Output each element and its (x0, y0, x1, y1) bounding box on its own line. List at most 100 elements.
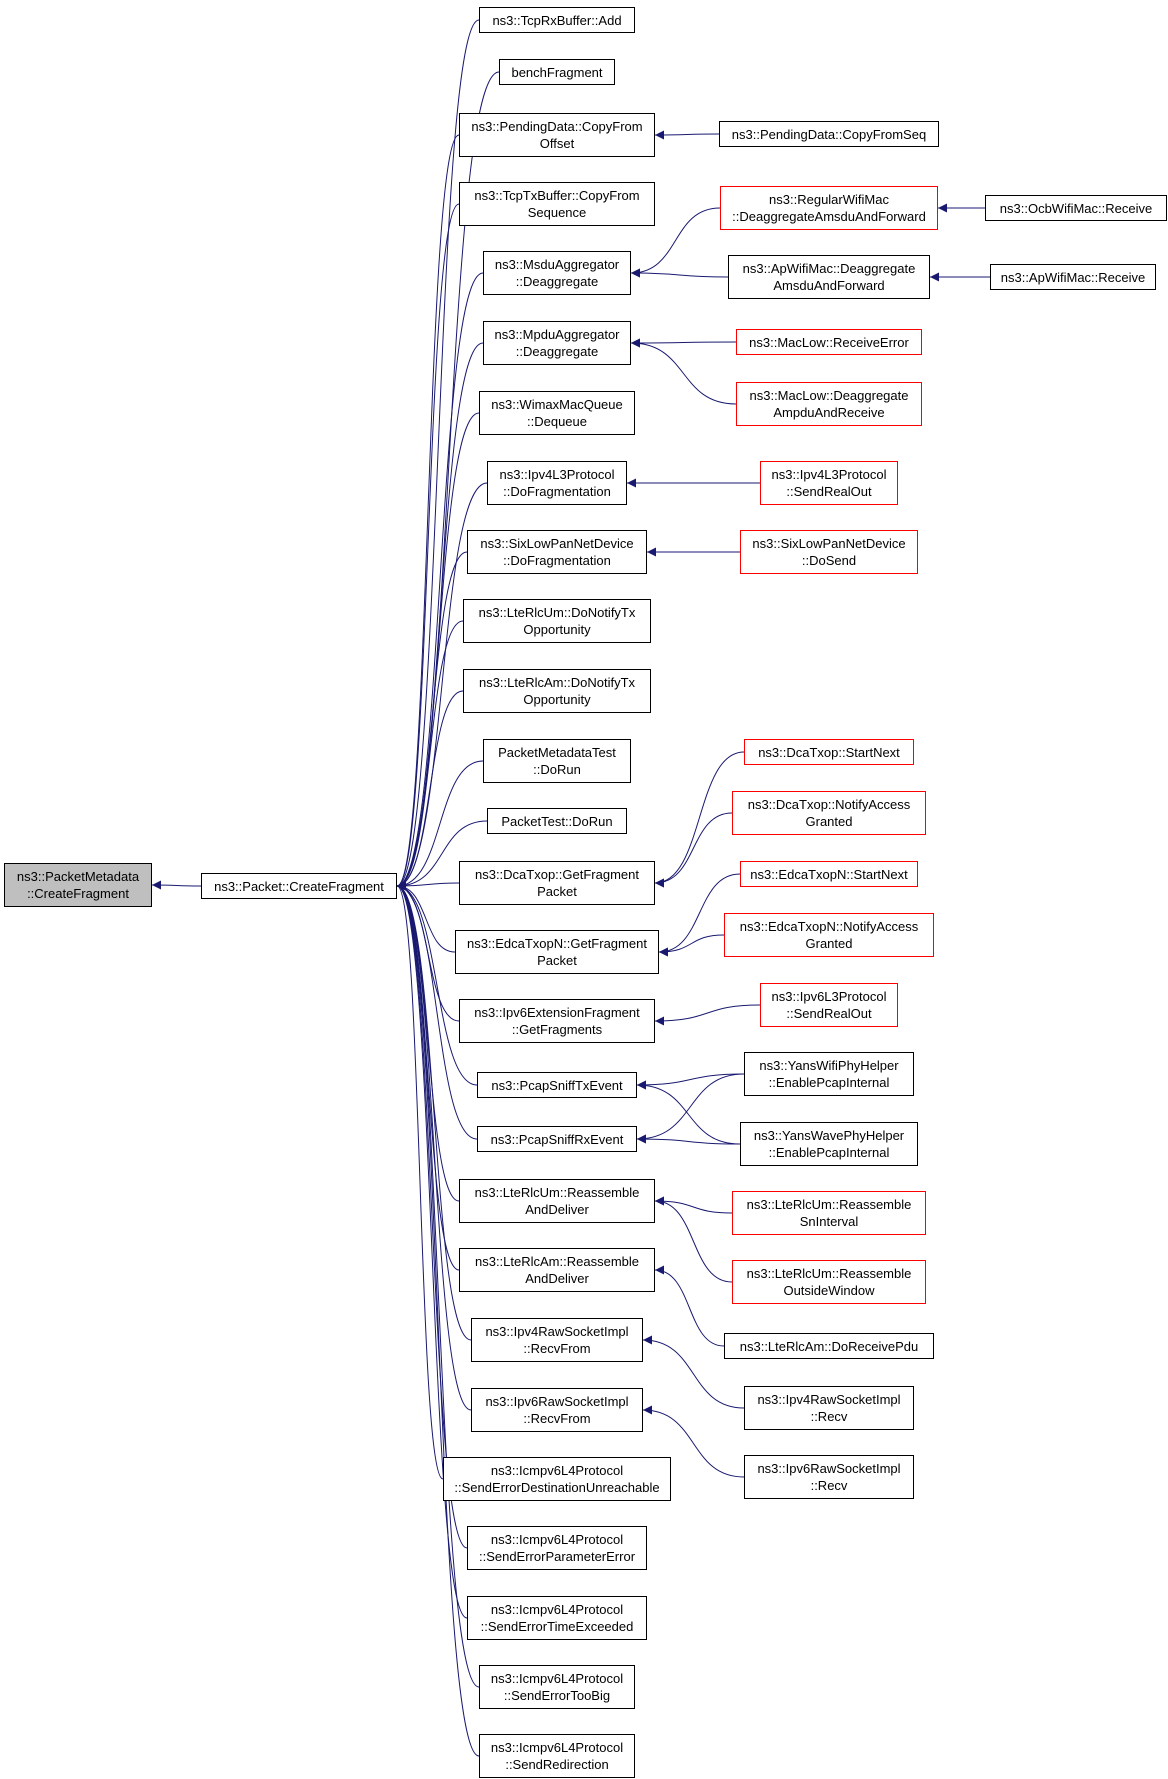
node-c2[interactable]: benchFragment (499, 59, 615, 85)
edge-d11-to-c15 (658, 934, 725, 957)
node-label-line: ns3::DcaTxop::NotifyAccess (747, 797, 911, 812)
node-d12[interactable]: ns3::Ipv6L3Protocol::SendRealOut (760, 983, 898, 1027)
node-d19[interactable]: ns3::Ipv6RawSocketImpl::Recv (744, 1455, 914, 1499)
node-c1[interactable]: ns3::TcpRxBuffer::Add (479, 7, 635, 33)
node-label-line: ns3::YansWifiPhyHelper (759, 1058, 899, 1073)
edge-d4-to-c6 (630, 338, 737, 348)
node-e1[interactable]: ns3::OcbWifiMac::Receive (985, 195, 1167, 221)
node-c16[interactable]: ns3::Ipv6ExtensionFragment::GetFragments (459, 999, 655, 1043)
node-e2[interactable]: ns3::ApWifiMac::Receive (990, 264, 1156, 290)
node-c5[interactable]: ns3::MsduAggregator::Deaggregate (483, 251, 631, 295)
node-label-line: ::Deaggregate (515, 344, 599, 359)
node-c8[interactable]: ns3::Ipv4L3Protocol::DoFragmentation (487, 461, 627, 505)
node-label-line: ::DeaggregateAmsduAndForward (732, 209, 926, 224)
node-c27[interactable]: ns3::Icmpv6L4Protocol::SendRedirection (479, 1734, 635, 1778)
node-label-line: ns3::TcpTxBuffer::CopyFrom (474, 188, 640, 203)
node-label-line: ns3::ApWifiMac::Deaggregate (742, 261, 916, 276)
node-d6[interactable]: ns3::Ipv4L3Protocol::SendRealOut (760, 461, 898, 505)
node-label-line: ns3::PacketMetadata (16, 869, 140, 884)
node-d7[interactable]: ns3::SixLowPanNetDevice::DoSend (740, 530, 918, 574)
node-pkt[interactable]: ns3::Packet::CreateFragment (201, 873, 397, 899)
node-c6[interactable]: ns3::MpduAggregator::Deaggregate (483, 321, 631, 365)
edge-c4-to-pkt (396, 203, 460, 891)
node-d14[interactable]: ns3::YansWavePhyHelper::EnablePcapIntern… (740, 1122, 918, 1166)
node-c23[interactable]: ns3::Icmpv6L4Protocol::SendErrorDestinat… (443, 1457, 671, 1501)
node-label-line: ns3::TcpRxBuffer::Add (492, 12, 622, 28)
node-label-line: ns3::Ipv6L3Protocol (771, 989, 887, 1004)
node-label-line: AmsduAndForward (773, 278, 885, 293)
node-c25[interactable]: ns3::Icmpv6L4Protocol::SendErrorTimeExce… (467, 1596, 647, 1640)
edge-c23-to-pkt (396, 881, 444, 1480)
node-label-line: ::SendErrorParameterError (478, 1549, 636, 1564)
node-label-line: AmpduAndReceive (773, 405, 885, 420)
node-label-line: Packet (537, 884, 577, 899)
node-label-line: ns3::PendingData::CopyFromSeq (731, 126, 927, 142)
node-label-line: ns3::EdcaTxopN::StartNext (750, 866, 908, 882)
node-label-line: ns3::RegularWifiMac (769, 192, 889, 207)
node-d17[interactable]: ns3::LteRlcAm::DoReceivePdu (724, 1333, 934, 1359)
node-label-line: ::DoFragmentation (503, 484, 611, 499)
node-label-line: ns3::Ipv6ExtensionFragment (474, 1005, 640, 1020)
node-label-line: ns3::WimaxMacQueue (491, 397, 623, 412)
edge-c10-to-pkt (396, 620, 464, 891)
node-label-line: ns3::LteRlcUm::Reassemble (474, 1185, 640, 1200)
node-label-line: ns3::Packet::CreateFragment (214, 878, 384, 894)
node-label-line: ::SendRealOut (786, 484, 872, 499)
edge-d8-to-c14 (654, 751, 745, 888)
node-label-line: ::Recv (810, 1478, 848, 1493)
node-label-line: ns3::Icmpv6L4Protocol (490, 1671, 624, 1686)
node-c12[interactable]: PacketMetadataTest::DoRun (483, 739, 631, 783)
node-label-line: ns3::EdcaTxopN::GetFragment (467, 936, 647, 951)
edge-c17-to-pkt (396, 881, 478, 1086)
node-c17[interactable]: ns3::PcapSniffTxEvent (477, 1072, 637, 1098)
node-label-line: benchFragment (511, 64, 603, 80)
node-label-line: ns3::Ipv6RawSocketImpl (485, 1394, 629, 1409)
node-label-line: ns3::OcbWifiMac::Receive (999, 200, 1153, 216)
node-c18[interactable]: ns3::PcapSniffRxEvent (477, 1126, 637, 1152)
node-d2[interactable]: ns3::RegularWifiMac::DeaggregateAmsduAnd… (720, 186, 938, 230)
node-d8[interactable]: ns3::DcaTxop::StartNext (744, 739, 914, 765)
node-label-line: ns3::LteRlcUm::Reassemble (746, 1266, 912, 1281)
node-c9[interactable]: ns3::SixLowPanNetDevice::DoFragmentation (467, 530, 647, 574)
edge-d17-to-c20 (654, 1265, 725, 1347)
node-label-line: ::SendErrorTooBig (503, 1688, 611, 1703)
node-label-line: AndDeliver (525, 1271, 589, 1286)
edge-d16-to-c19 (654, 1196, 733, 1283)
node-label-line: ::SendRedirection (505, 1757, 609, 1772)
edge-d9-to-c14 (654, 812, 733, 888)
node-d1[interactable]: ns3::PendingData::CopyFromSeq (719, 121, 939, 147)
node-c22[interactable]: ns3::Ipv6RawSocketImpl::RecvFrom (471, 1388, 643, 1432)
edge-d18-to-c21 (642, 1335, 745, 1409)
edge-c7-to-pkt (396, 412, 480, 891)
edge-d2-to-c5 (630, 207, 721, 278)
node-c24[interactable]: ns3::Icmpv6L4Protocol::SendErrorParamete… (467, 1526, 647, 1570)
edge-c25-to-pkt (396, 881, 468, 1619)
node-c26[interactable]: ns3::Icmpv6L4Protocol::SendErrorTooBig (479, 1665, 635, 1709)
edge-d13-to-c17 (636, 1073, 745, 1090)
node-d4[interactable]: ns3::MacLow::ReceiveError (736, 329, 922, 355)
node-d13[interactable]: ns3::YansWifiPhyHelper::EnablePcapIntern… (744, 1052, 914, 1096)
node-c13[interactable]: PacketTest::DoRun (487, 808, 627, 834)
node-label-line: ns3::DcaTxop::GetFragment (474, 867, 639, 882)
node-label-line: ns3::Ipv4L3Protocol (499, 467, 615, 482)
node-d10[interactable]: ns3::EdcaTxopN::StartNext (740, 861, 918, 887)
node-c21[interactable]: ns3::Ipv4RawSocketImpl::RecvFrom (471, 1318, 643, 1362)
node-d18[interactable]: ns3::Ipv4RawSocketImpl::Recv (744, 1386, 914, 1430)
node-c7[interactable]: ns3::WimaxMacQueue::Dequeue (479, 391, 635, 435)
